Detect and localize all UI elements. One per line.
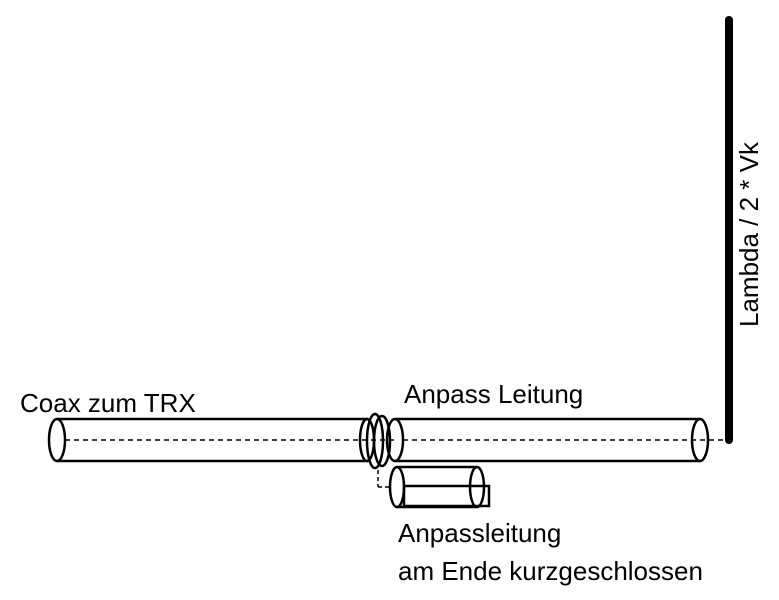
stub-label-line1: Anpassleitung (398, 518, 561, 548)
matching-line-label: Anpass Leitung (404, 379, 583, 409)
stub-label-line2: am Ende kurzgeschlossen (398, 556, 703, 586)
coax-label: Coax zum TRX (20, 388, 196, 418)
coax-connector (358, 412, 392, 488)
shorted-stub-cylinder (388, 465, 491, 509)
coax-to-trx-cylinder (47, 417, 395, 463)
matching-line-cylinder (385, 417, 725, 463)
antenna-label: Lambda / 2 * Vk (734, 141, 764, 327)
